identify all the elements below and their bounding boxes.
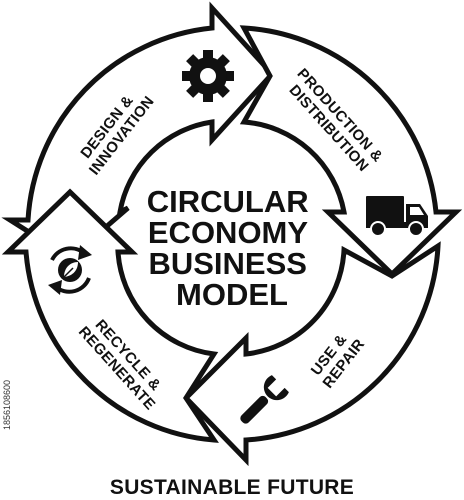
recycle-leaf-icon <box>48 245 92 295</box>
arrow-use-repair <box>182 241 441 467</box>
side-code: 1856108600 <box>2 380 12 430</box>
gear-icon <box>182 50 234 102</box>
arrow-recycle <box>1 188 219 443</box>
wrench-icon <box>240 375 289 424</box>
truck-icon <box>366 196 428 237</box>
footer-caption: SUSTAINABLE FUTURE <box>109 476 355 499</box>
center-title: CIRCULAR ECONOMY BUSINESS MODEL <box>147 184 318 312</box>
